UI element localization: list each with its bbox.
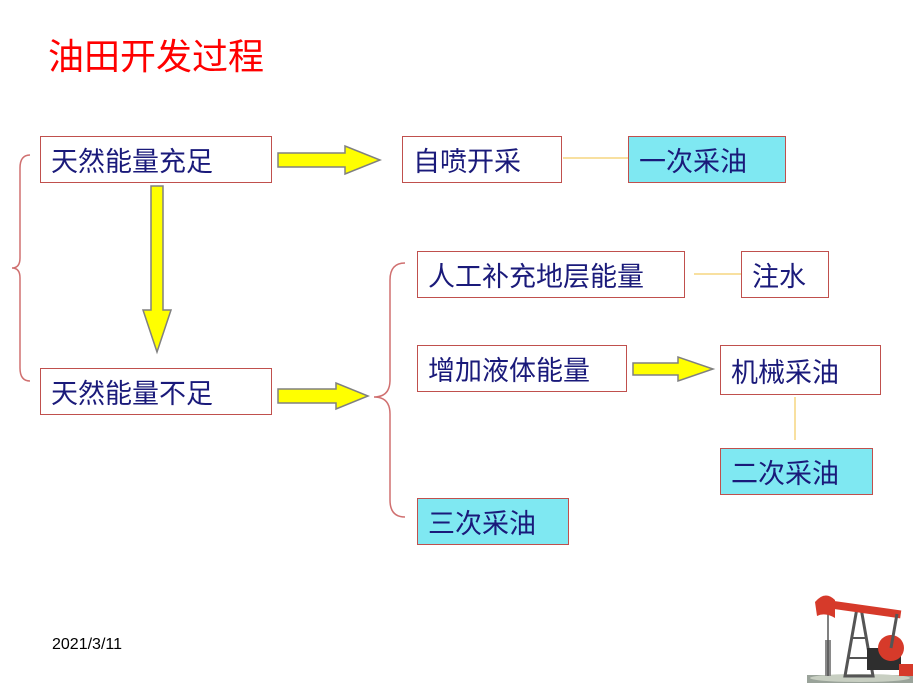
arrow-down	[141, 185, 173, 355]
box-liquid-energy: 增加液体能量	[417, 345, 627, 392]
arrow-sufficient-to-spray	[277, 144, 383, 176]
arrow-insufficient-to-methods	[277, 381, 370, 411]
right-brace	[373, 262, 406, 518]
box-primary: 一次采油	[628, 136, 786, 183]
pumpjack-icon	[805, 580, 915, 685]
box-water-injection: 注水	[741, 251, 829, 298]
page-title: 油田开发过程	[48, 37, 265, 78]
box-secondary: 二次采油	[720, 448, 873, 495]
box-energy-insufficient: 天然能量不足	[40, 368, 272, 415]
left-brace	[11, 154, 31, 382]
arrow-liquid-to-mechanical	[632, 355, 716, 383]
box-tertiary: 三次采油	[417, 498, 569, 545]
box-supplement: 人工补充地层能量	[417, 251, 685, 298]
slide-date: 2021/3/11	[52, 636, 122, 653]
box-self-spray: 自喷开采	[402, 136, 562, 183]
box-energy-sufficient: 天然能量充足	[40, 136, 272, 183]
box-mechanical: 机械采油	[720, 345, 881, 395]
